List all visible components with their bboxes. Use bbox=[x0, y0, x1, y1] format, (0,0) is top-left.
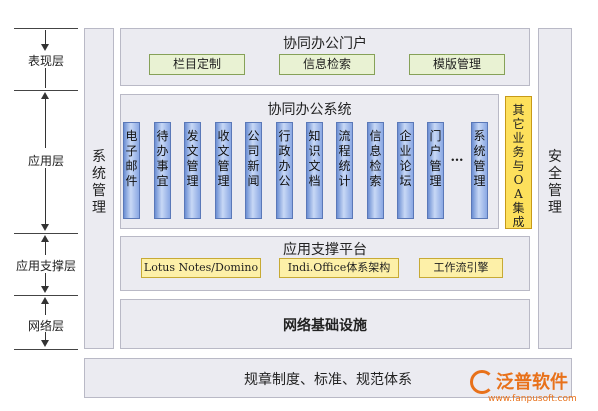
module-news[interactable]: 公司新闻 bbox=[245, 122, 262, 219]
module-receive[interactable]: 收文管理 bbox=[215, 122, 232, 219]
arrow-down-icon bbox=[41, 44, 49, 51]
security-management-column: 安全管理 bbox=[538, 28, 572, 349]
network-infra-panel: 网络基础设施 bbox=[120, 299, 530, 349]
layer-divider bbox=[14, 90, 78, 91]
module-admin[interactable]: 行政办公 bbox=[276, 122, 293, 219]
support-platform-panel: 应用支撑平台 Lotus Notes/Domino Indi.Office体系架… bbox=[120, 236, 530, 291]
support-item-workflow-engine[interactable]: 工作流引擎 bbox=[419, 258, 503, 278]
brand-url: www.fanpusoft.com bbox=[488, 394, 577, 404]
arrow-line bbox=[45, 273, 46, 287]
arrow-down-icon bbox=[41, 286, 49, 293]
other-business-integration: 其它业务与OA集成 bbox=[505, 96, 532, 229]
arrow-line bbox=[45, 68, 46, 88]
arrow-up-icon bbox=[41, 235, 49, 242]
module-dispatch[interactable]: 发文管理 bbox=[184, 122, 201, 219]
layer-label-application: 应用层 bbox=[27, 154, 64, 168]
brand-watermark: 泛普软件 www.fanpusoft.com bbox=[470, 366, 594, 408]
support-item-lotus[interactable]: Lotus Notes/Domino bbox=[141, 258, 261, 278]
arrow-up-icon bbox=[41, 92, 49, 99]
arrow-line bbox=[45, 332, 46, 340]
arrow-line bbox=[45, 30, 46, 46]
layer-divider bbox=[14, 28, 78, 29]
brand-name: 泛普软件 bbox=[496, 372, 568, 393]
module-portal-admin[interactable]: 门户管理 bbox=[427, 122, 444, 219]
module-knowledge[interactable]: 知识文档 bbox=[306, 122, 323, 219]
portal-button-column-custom[interactable]: 栏目定制 bbox=[149, 54, 245, 75]
arrow-down-icon bbox=[41, 224, 49, 231]
office-system-title: 协同办公系统 bbox=[267, 102, 352, 118]
system-management-column: 系统管理 bbox=[84, 28, 114, 349]
module-system-admin[interactable]: 系统管理 bbox=[471, 122, 488, 219]
layer-divider bbox=[14, 349, 78, 350]
portal-button-search[interactable]: 信息检索 bbox=[279, 54, 375, 75]
arrow-line bbox=[45, 98, 46, 148]
arrow-line bbox=[45, 303, 46, 315]
arrow-down-icon bbox=[41, 340, 49, 347]
arrow-line bbox=[45, 241, 46, 255]
layer-label-support: 应用支撑层 bbox=[15, 259, 76, 273]
module-ellipsis: … bbox=[450, 150, 464, 165]
portal-button-template[interactable]: 模版管理 bbox=[409, 54, 505, 75]
network-infra-label: 网络基础设施 bbox=[283, 318, 367, 334]
portal-title: 协同办公门户 bbox=[283, 36, 367, 52]
module-todo[interactable]: 待办事宜 bbox=[154, 122, 171, 219]
arrow-up-icon bbox=[41, 297, 49, 304]
portal-panel: 协同办公门户 栏目定制 信息检索 模版管理 bbox=[120, 28, 530, 86]
layer-label-presentation: 表现层 bbox=[27, 54, 64, 68]
support-platform-title: 应用支撑平台 bbox=[283, 242, 367, 258]
module-search[interactable]: 信息检索 bbox=[367, 122, 384, 219]
module-workflow-stats[interactable]: 流程统计 bbox=[336, 122, 353, 219]
layer-divider bbox=[14, 233, 78, 234]
module-forum[interactable]: 企业论坛 bbox=[397, 122, 414, 219]
system-management-label: 系统管理 bbox=[92, 149, 106, 216]
arrow-line bbox=[45, 168, 46, 224]
support-item-indioffice[interactable]: Indi.Office体系架构 bbox=[279, 258, 399, 278]
layer-divider bbox=[14, 295, 78, 296]
brand-logo-icon bbox=[470, 370, 494, 394]
layer-label-network: 网络层 bbox=[27, 319, 64, 333]
regulations-label: 规章制度、标准、规范体系 bbox=[244, 372, 412, 388]
security-management-label: 安全管理 bbox=[548, 149, 562, 216]
module-email[interactable]: 电子邮件 bbox=[123, 122, 140, 219]
